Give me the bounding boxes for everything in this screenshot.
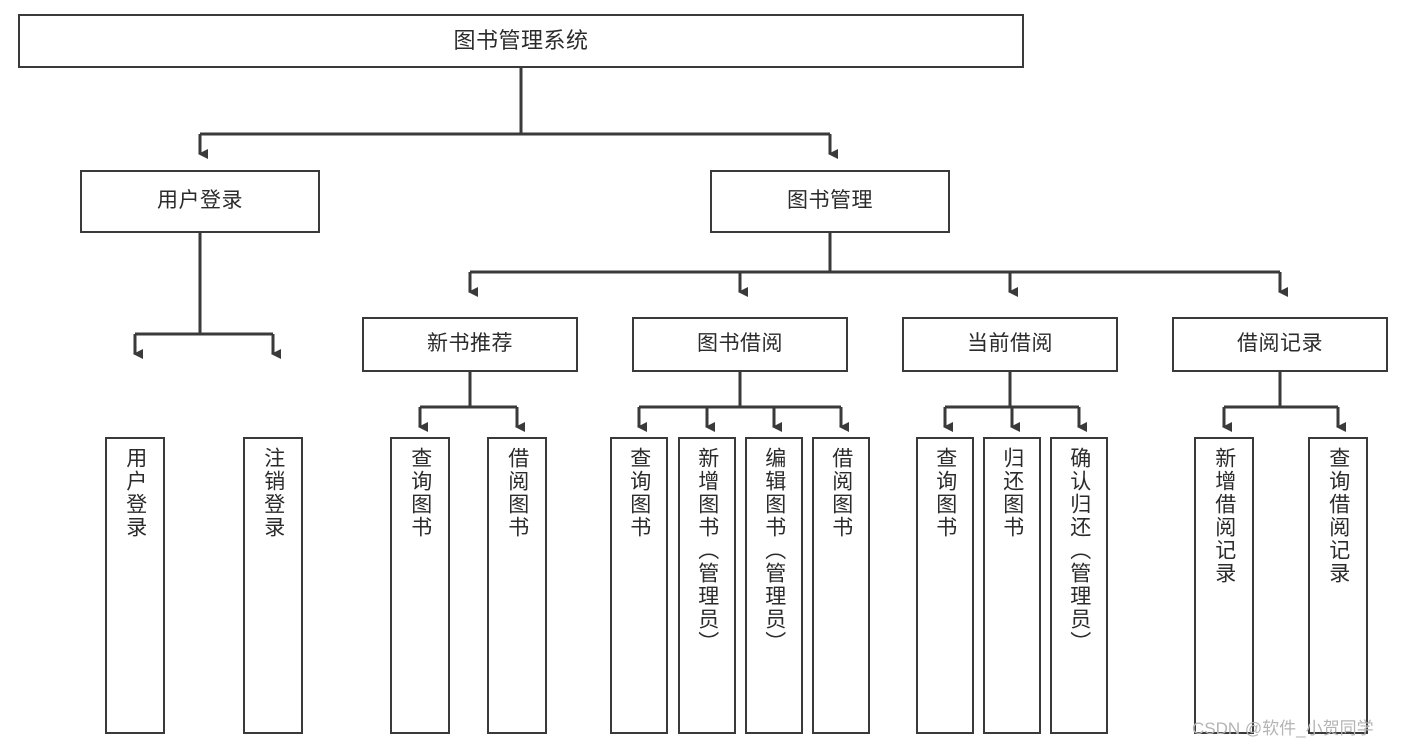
node-root[interactable]: 图书管理系统 bbox=[18, 14, 1024, 68]
node-l2a[interactable]: 新书推荐 bbox=[362, 317, 578, 372]
connector-borrow-leaves bbox=[639, 372, 841, 409]
connector-root-to-level1 bbox=[200, 68, 830, 136]
node-leaf4[interactable]: 借阅图书 bbox=[487, 437, 547, 734]
node-label: 查询图书 bbox=[933, 447, 957, 539]
node-label: 归还图书 bbox=[1000, 447, 1024, 539]
node-leaf2[interactable]: 注销登录 bbox=[243, 437, 303, 734]
node-leaf6[interactable]: 新增图书（管理员） bbox=[678, 437, 736, 734]
node-label: 借阅图书 bbox=[829, 447, 853, 539]
node-label: 编辑图书（管理员） bbox=[762, 447, 786, 654]
node-label: 图书管理系统 bbox=[453, 28, 589, 54]
node-label: 查询图书 bbox=[408, 447, 432, 539]
node-leaf7[interactable]: 编辑图书（管理员） bbox=[745, 437, 803, 734]
node-leaf1[interactable]: 用户登录 bbox=[105, 437, 165, 734]
node-label: 图书借阅 bbox=[697, 332, 783, 356]
node-label: 注销登录 bbox=[261, 447, 285, 539]
node-l2b[interactable]: 图书借阅 bbox=[632, 317, 848, 372]
node-leaf10[interactable]: 归还图书 bbox=[983, 437, 1041, 734]
node-leaf8[interactable]: 借阅图书 bbox=[812, 437, 870, 734]
connector-login-to-leaves bbox=[135, 233, 273, 336]
node-label: 借阅图书 bbox=[505, 447, 529, 539]
node-leaf13[interactable]: 查询借阅记录 bbox=[1308, 437, 1368, 734]
node-label: 用户登录 bbox=[123, 447, 147, 539]
node-leaf3[interactable]: 查询图书 bbox=[390, 437, 450, 734]
node-label: 查询借阅记录 bbox=[1326, 447, 1350, 585]
node-label: 新书推荐 bbox=[427, 332, 513, 356]
node-label: 新增借阅记录 bbox=[1212, 447, 1236, 585]
node-label: 用户登录 bbox=[157, 189, 243, 213]
connector-books-to-level2 bbox=[470, 233, 1280, 274]
node-l2d[interactable]: 借阅记录 bbox=[1172, 317, 1388, 372]
node-label: 借阅记录 bbox=[1237, 332, 1323, 356]
node-label: 新增图书（管理员） bbox=[695, 447, 719, 654]
connector-record-leaves bbox=[1224, 372, 1338, 409]
node-leaf12[interactable]: 新增借阅记录 bbox=[1194, 437, 1254, 734]
node-leaf9[interactable]: 查询图书 bbox=[916, 437, 974, 734]
node-label: 当前借阅 bbox=[967, 332, 1053, 356]
node-leaf5[interactable]: 查询图书 bbox=[610, 437, 668, 734]
node-l1b[interactable]: 图书管理 bbox=[710, 170, 950, 233]
connector-current-leaves bbox=[945, 372, 1079, 409]
node-l2c[interactable]: 当前借阅 bbox=[902, 317, 1118, 372]
node-label: 查询图书 bbox=[627, 447, 651, 539]
node-label: 图书管理 bbox=[787, 189, 873, 213]
node-leaf11[interactable]: 确认归还（管理员） bbox=[1050, 437, 1108, 734]
node-l1a[interactable]: 用户登录 bbox=[80, 170, 320, 233]
connector-newbook-leaves bbox=[420, 372, 517, 409]
node-label: 确认归还（管理员） bbox=[1067, 447, 1091, 654]
